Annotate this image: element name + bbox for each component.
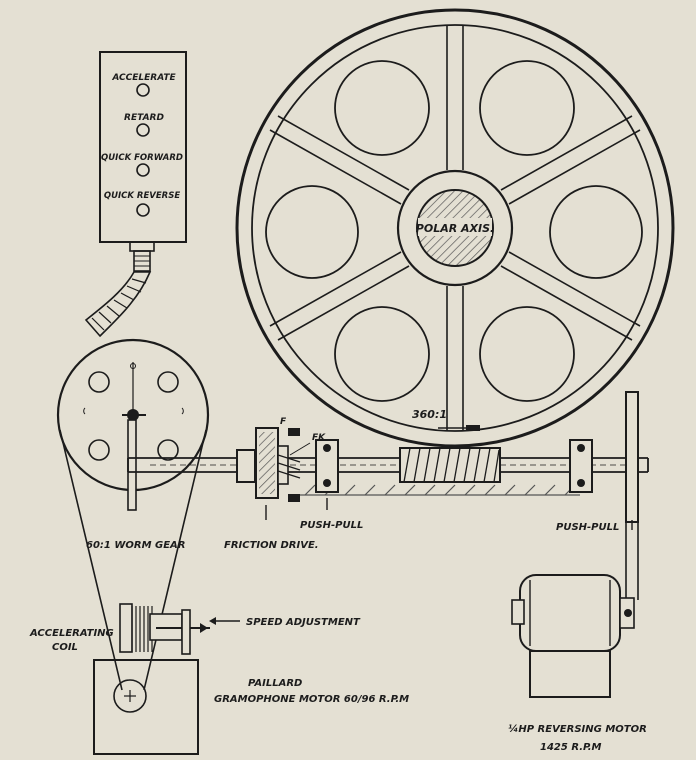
polar-axis-label: POLAR AXIS. (416, 222, 494, 235)
reversing-motor-label-line1: ¼HP REVERSING MOTOR (508, 723, 647, 735)
accelerating-coil-label-line2: COIL (52, 642, 78, 653)
gramophone-label-line1: PAILLARD (248, 678, 302, 689)
friction-drive: F FK (236, 417, 326, 520)
gramophone-motor (93, 659, 199, 755)
retard-label: RETARD (124, 113, 164, 123)
friction-mark-fk: FK (312, 433, 326, 443)
main-wheel: POLAR AXIS. 360:1 (235, 8, 675, 448)
wheel-hole-bottom-left (334, 306, 430, 402)
main-shaft (127, 447, 649, 483)
wheel-hole-top-right (479, 60, 575, 156)
wheel-hole-left (265, 185, 359, 279)
friction-mark-f: F (280, 417, 287, 427)
worm-gear-label: 60:1 WORM GEAR (86, 540, 186, 551)
control-box: ACCELERATE RETARD QUICK FORWARD QUICK RE… (99, 51, 187, 243)
bearing-right (569, 439, 593, 493)
reversing-motor (511, 574, 635, 698)
bearing-left (315, 439, 339, 510)
friction-drive-label: FRICTION DRIVE. (224, 540, 319, 551)
gramophone-label-line2: GRAMOPHONE MOTOR 60/96 R.P.M (214, 694, 409, 705)
quick-reverse-label: QUICK REVERSE (104, 191, 180, 201)
accelerating-coil (119, 603, 240, 655)
quick-forward-label: QUICK FORWARD (101, 153, 183, 163)
quick-forward-button[interactable] (136, 163, 150, 177)
wheel-hole-top-left (334, 60, 430, 156)
accelerating-coil-label-line1: ACCELERATING (29, 628, 114, 639)
reversing-motor-label-line2: 1425 R.P.M (540, 742, 602, 753)
drive-belt (59, 429, 207, 691)
accelerate-button[interactable] (136, 83, 150, 97)
retard-button[interactable] (136, 123, 150, 137)
wheel-hole-right (549, 185, 643, 279)
push-pull-right-label: PUSH-PULL (556, 522, 619, 533)
gramophone-turntable (56, 338, 210, 511)
cable-conduit (84, 241, 155, 338)
ratio-label: 360:1 (412, 408, 447, 421)
push-pull-left-label: PUSH-PULL (300, 520, 363, 531)
wheel-hole-bottom-right (479, 306, 575, 402)
right-pulley (625, 391, 639, 600)
speed-adjustment-label: SPEED ADJUSTMENT (246, 617, 361, 628)
accelerate-label: ACCELERATE (111, 73, 176, 83)
base-hatching (300, 484, 580, 496)
quick-reverse-button[interactable] (136, 203, 150, 217)
